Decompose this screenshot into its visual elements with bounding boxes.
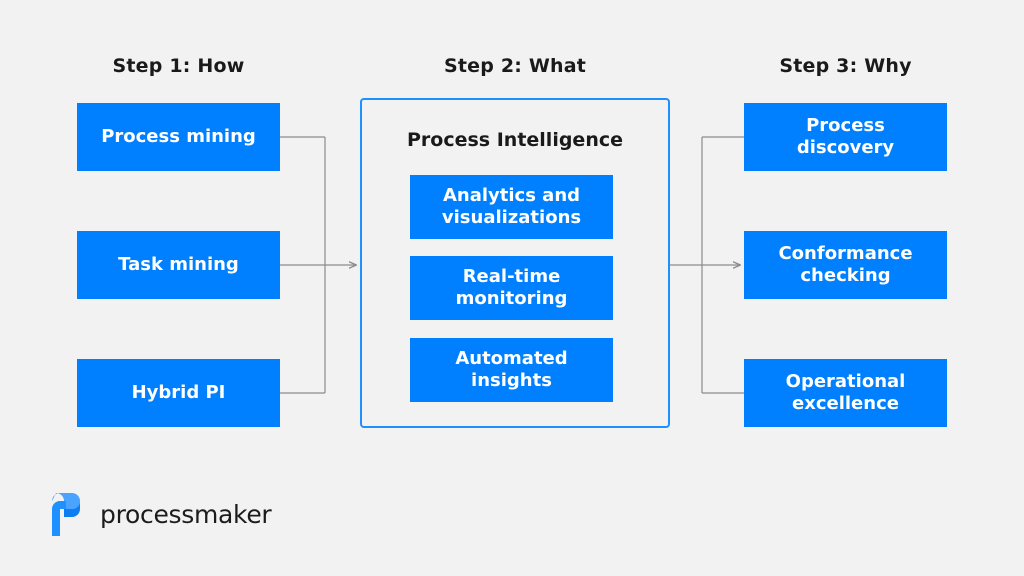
processmaker-wordmark: processmaker — [100, 500, 272, 529]
box-operational-excellence-label: Operational excellence — [786, 371, 906, 415]
box-realtime-line2: monitoring — [455, 288, 568, 309]
process-intelligence-heading: Process Intelligence — [407, 129, 623, 151]
box-task-mining-label: Task mining — [118, 254, 239, 276]
box-automated-line1: Automated — [455, 348, 568, 370]
box-analytics-line1: Analytics and — [442, 185, 581, 207]
box-hybrid-pi-label: Hybrid PI — [131, 382, 226, 404]
box-operational-excellence-line2: excellence — [792, 393, 899, 414]
box-operational-excellence-line1: Operational — [785, 371, 906, 393]
box-real-time-monitoring[interactable]: Real-time monitoring — [410, 256, 613, 320]
box-process-mining-label: Process mining — [101, 126, 256, 148]
box-process-discovery-label: Process discovery — [797, 115, 894, 159]
box-process-discovery[interactable]: Process discovery — [744, 103, 947, 171]
box-conformance-checking-line1: Conformance — [778, 243, 913, 265]
processmaker-logo-icon — [52, 493, 80, 536]
box-conformance-checking[interactable]: Conformance checking — [744, 231, 947, 299]
box-realtime-line1: Real-time — [462, 266, 561, 288]
left-connector-group — [280, 136, 356, 394]
box-automated-label: Automated insights — [455, 348, 567, 392]
box-task-mining[interactable]: Task mining — [77, 231, 280, 299]
column-title-step2: Step 2: What — [443, 55, 587, 77]
box-automated-line2: insights — [471, 370, 552, 391]
box-realtime-label: Real-time monitoring — [456, 266, 568, 310]
column-title-step1: Step 1: How — [112, 55, 245, 77]
box-analytics-and-visualizations[interactable]: Analytics and visualizations — [410, 175, 613, 239]
box-analytics-line2: visualizations — [441, 207, 582, 228]
box-conformance-checking-line2: checking — [800, 265, 891, 286]
box-process-discovery-line1: Process — [806, 115, 885, 137]
column-title-step3: Step 3: Why — [779, 55, 912, 77]
box-hybrid-pi[interactable]: Hybrid PI — [77, 359, 280, 427]
brand-logo: processmaker — [48, 492, 272, 537]
box-conformance-checking-label: Conformance checking — [778, 243, 912, 287]
box-operational-excellence[interactable]: Operational excellence — [744, 359, 947, 427]
right-connector-group — [670, 136, 744, 394]
box-process-mining[interactable]: Process mining — [77, 103, 280, 171]
box-analytics-label: Analytics and visualizations — [442, 185, 581, 229]
box-automated-insights[interactable]: Automated insights — [410, 338, 613, 402]
box-process-discovery-line2: discovery — [796, 137, 895, 158]
